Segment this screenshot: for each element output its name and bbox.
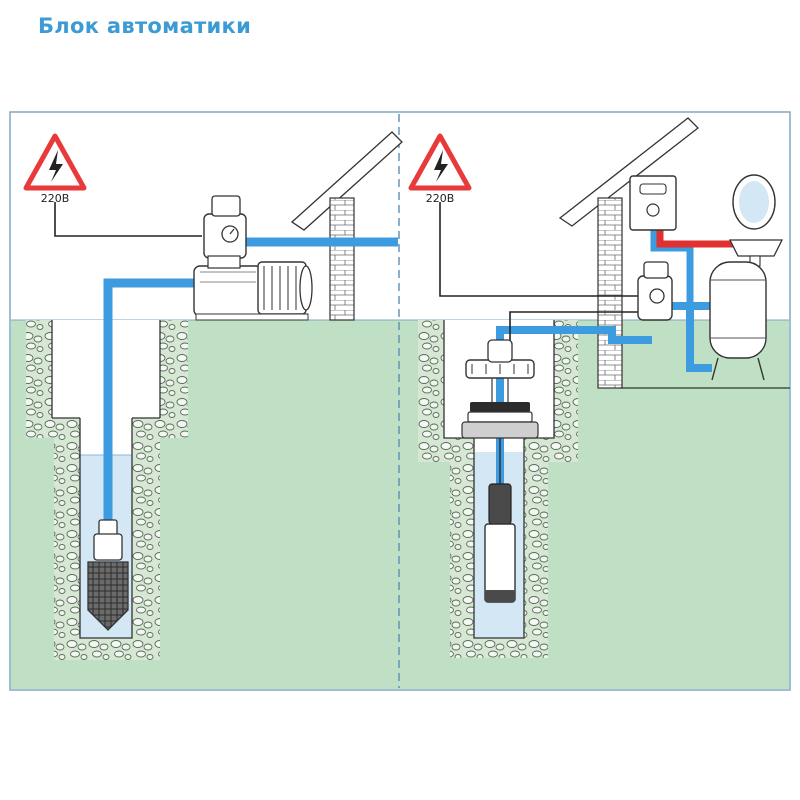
right-voltage-label: 220В xyxy=(426,192,455,205)
left-suction-filter xyxy=(87,519,129,631)
left-house xyxy=(290,131,403,321)
left-suction-pipe xyxy=(103,278,210,532)
page-title: Блок автоматики xyxy=(38,14,252,38)
right-heater-pipe xyxy=(650,226,694,306)
right-power-cable xyxy=(439,202,640,297)
left-surface-pump xyxy=(193,261,313,321)
right-water-heater xyxy=(629,175,677,231)
left-power-cable xyxy=(54,202,202,237)
right-washbasin xyxy=(728,174,784,267)
left-voltage-label: 220В xyxy=(41,192,70,205)
right-pump-cable xyxy=(509,311,640,352)
right-warning-sign xyxy=(408,133,472,191)
right-automation-unit xyxy=(637,261,673,321)
right-well-head xyxy=(461,339,539,439)
left-automation-unit xyxy=(203,195,247,269)
right-submersible-pump xyxy=(484,438,516,603)
right-pressure-tank xyxy=(709,261,767,381)
right-hot-water-pipe xyxy=(656,226,735,248)
right-house xyxy=(558,117,790,389)
left-warning-sign xyxy=(23,133,87,191)
